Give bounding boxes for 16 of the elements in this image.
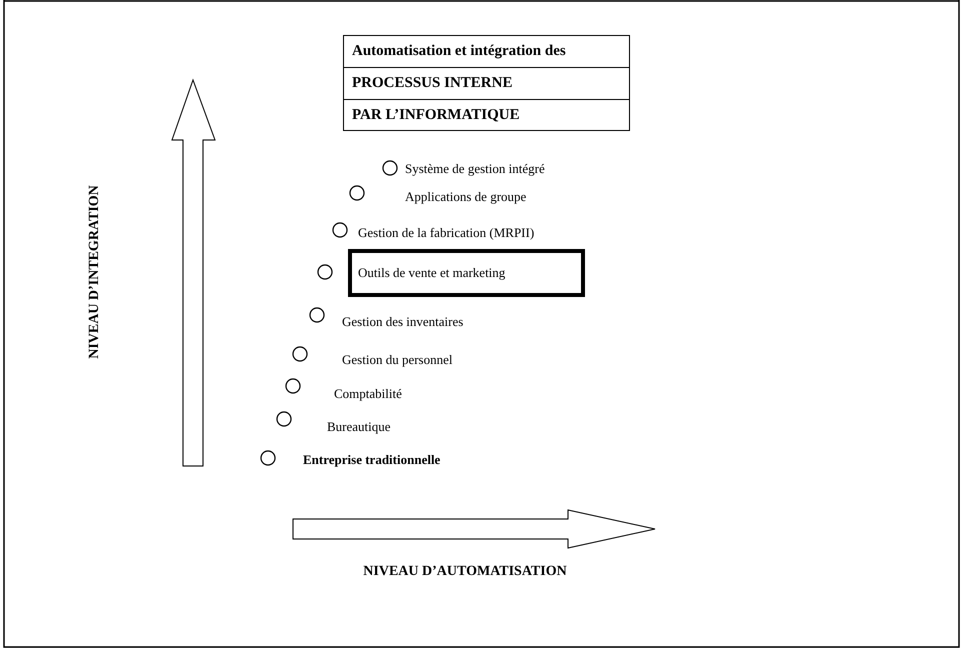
- item-text: Outils de vente et marketing: [358, 265, 506, 281]
- item-text: Système de gestion intégré: [405, 161, 545, 177]
- item-text: Applications de groupe: [405, 189, 526, 205]
- title-text: PROCESSUS INTERNE: [352, 75, 512, 92]
- item-text: Bureautique: [327, 419, 391, 435]
- item-text: Gestion des inventaires: [342, 314, 464, 330]
- item-text: Gestion de la fabrication (MRPII): [358, 225, 534, 241]
- item-text: Comptabilité: [334, 386, 402, 402]
- title-text: PAR L’INFORMATIQUE: [352, 106, 520, 123]
- title-box: [343, 35, 630, 131]
- axis-label: NIVEAU D’INTEGRATION: [87, 185, 103, 359]
- item-text: Gestion du personnel: [342, 352, 452, 368]
- item-text: Entreprise traditionnelle: [303, 452, 440, 468]
- title-text: Automatisation et intégration des: [352, 43, 566, 59]
- axis-label: NIVEAU D’AUTOMATISATION: [363, 564, 567, 580]
- highlight-box: [348, 249, 585, 297]
